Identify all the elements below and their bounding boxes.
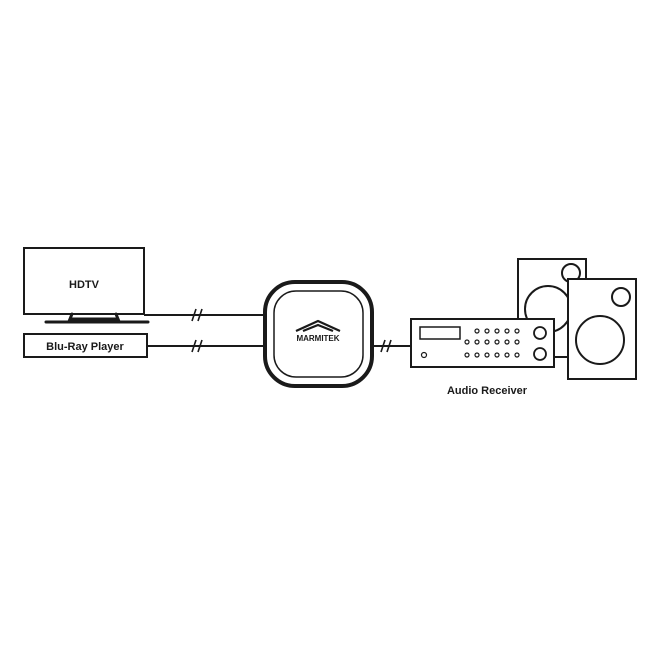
speaker-front-tweeter [611, 287, 631, 307]
hub-brand-label: MARMITEK [296, 334, 339, 343]
bluray-label: Blu-Ray Player [46, 341, 124, 353]
break-mark-hdtv [191, 308, 203, 322]
receiver-knob-bottom [533, 347, 547, 361]
hdtv-stand [44, 312, 150, 324]
hdtv: HDTV [23, 247, 150, 324]
marmitek-hub: MARMITEK [263, 280, 374, 388]
speaker-front [567, 278, 637, 380]
receiver-display [419, 326, 461, 340]
receiver-body [410, 318, 555, 368]
cable-break-marks [191, 308, 392, 353]
audio-receiver: Audio Receiver [410, 318, 555, 397]
bluray-player: Blu-Ray Player [23, 333, 148, 358]
receiver-buttons [420, 328, 520, 359]
marmitek-logo-roof-icon [295, 319, 341, 333]
speaker-front-woofer [575, 315, 625, 365]
receiver-label: Audio Receiver [447, 385, 528, 397]
break-mark-receiver [380, 339, 392, 353]
break-mark-bluray [191, 339, 203, 353]
cables [144, 314, 412, 347]
receiver-knob-top [533, 326, 547, 340]
hub-inner-panel [273, 290, 364, 378]
hdtv-label: HDTV [69, 279, 100, 291]
hdtv-screen [23, 247, 145, 315]
